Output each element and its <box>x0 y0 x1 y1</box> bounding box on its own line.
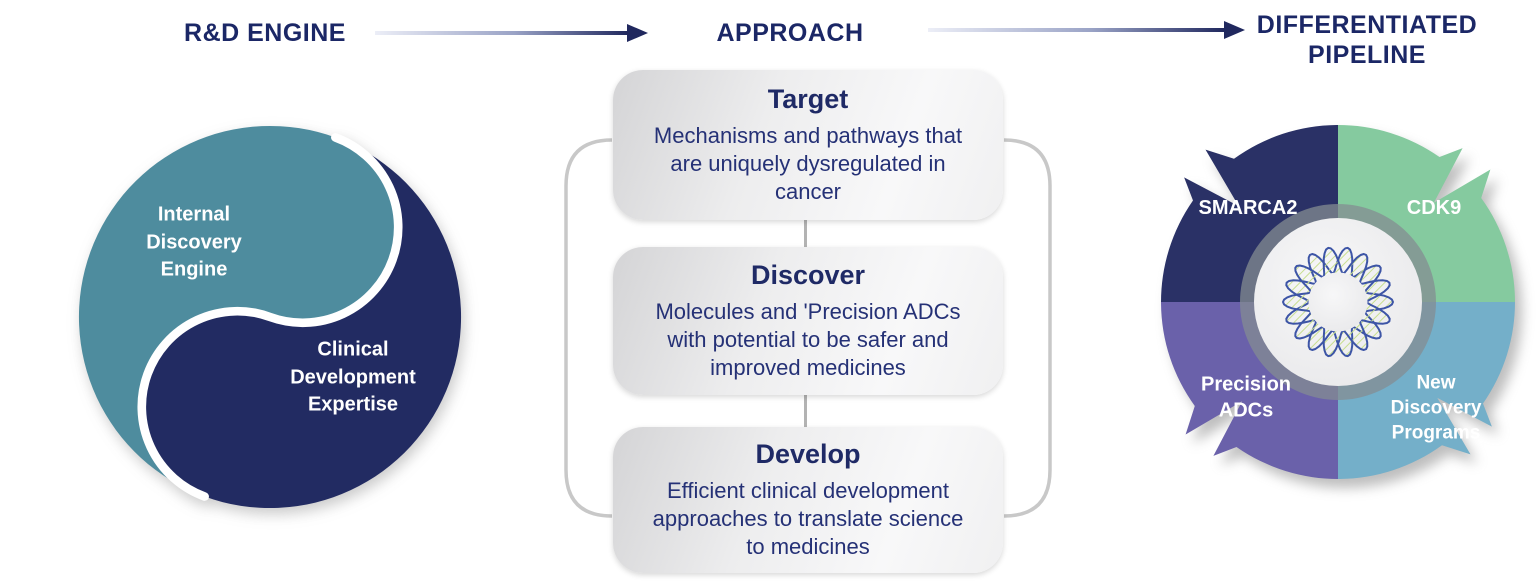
target-step-box: Target Mechanisms and pathways that are … <box>613 70 1003 220</box>
target-step-title: Target <box>767 84 849 115</box>
flow-arrow-icon <box>375 24 648 42</box>
rd-engine-heading: R&D ENGINE <box>184 19 346 47</box>
dna-plasmid-icon <box>1282 246 1394 358</box>
clinical-development-label: Clinical Development Expertise <box>290 338 416 416</box>
right-bracket <box>1004 138 1052 518</box>
left-bracket <box>564 138 612 518</box>
develop-step-title: Develop <box>755 439 861 470</box>
new-discovery-programs-label: New Discovery Programs <box>1390 372 1482 444</box>
flow-arrow-icon <box>928 21 1245 39</box>
yinyang-divider <box>137 133 403 501</box>
pipeline-wheel-graphic <box>1161 125 1515 479</box>
precision-adcs-label: Precision ADCs <box>1200 373 1292 422</box>
cdk9-label: CDK9 <box>1406 196 1462 219</box>
internal-discovery-label: Internal Discovery Engine <box>146 203 242 281</box>
develop-step-box: Develop Efficient clinical development a… <box>613 427 1003 573</box>
connector-discover-develop <box>804 395 807 428</box>
develop-step-description: Efficient clinical development approache… <box>652 478 964 559</box>
discover-step-box: Discover Molecules and 'Precision ADCs w… <box>613 247 1003 395</box>
smarca2-label: SMARCA2 <box>1198 196 1298 219</box>
discover-step-description: Molecules and 'Precision ADCs with poten… <box>655 299 961 380</box>
discover-step-title: Discover <box>750 260 866 291</box>
rd-engine-yinyang-graphic <box>78 125 462 509</box>
connector-target-discover <box>804 220 807 248</box>
pipeline-heading: DIFFERENTIATED PIPELINE <box>1256 11 1478 69</box>
approach-heading: APPROACH <box>716 19 864 47</box>
target-step-description: Mechanisms and pathways that are uniquel… <box>653 123 963 204</box>
